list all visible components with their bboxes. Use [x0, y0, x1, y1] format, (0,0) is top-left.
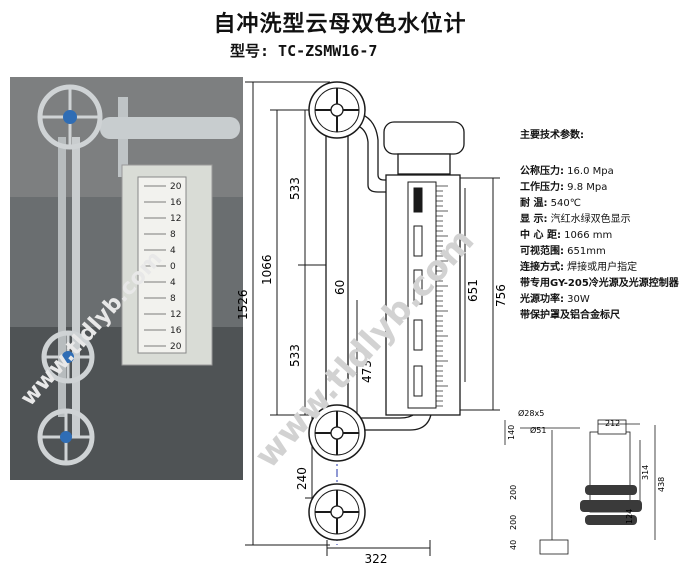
- spec-label: 带专用GY-205冷光源及光源控制器: [520, 278, 679, 289]
- spec-row: 带专用GY-205冷光源及光源控制器: [520, 276, 679, 292]
- side-314: 314: [641, 465, 650, 480]
- side-view: [504, 419, 656, 555]
- gauge-window: [413, 225, 423, 257]
- side-140: 140: [507, 425, 516, 440]
- spec-row: 中 心 距: 1066 mm: [520, 228, 679, 244]
- dim-60: 60: [333, 280, 347, 295]
- spec-row: 耐 温: 540℃: [520, 196, 679, 212]
- gauge-window: [413, 365, 423, 397]
- dim-756: 756: [494, 284, 508, 307]
- side-bolt: Ø28x5: [518, 408, 544, 418]
- photo-scale: 20 16 12 8 4 0 4 8 12 16 20: [144, 182, 182, 352]
- gauge-body: [385, 174, 461, 416]
- photo-scale-label: 8: [170, 230, 176, 240]
- side-212: 212: [605, 419, 620, 428]
- gauge-window: [413, 319, 423, 351]
- spec-value: 30W: [564, 294, 590, 305]
- spec-label: 光源功率:: [520, 294, 564, 305]
- side-438: 438: [657, 477, 666, 492]
- spec-value: 焊接或用户指定: [564, 262, 638, 273]
- dim-651: 651: [466, 279, 480, 302]
- photo-scale-label: 16: [170, 326, 182, 336]
- spec-label: 工作压力:: [520, 182, 564, 193]
- photo-scale-label: 4: [170, 278, 176, 288]
- spec-value: 651mm: [564, 246, 606, 257]
- spec-label: 中 心 距:: [520, 230, 561, 241]
- gauge-window: [413, 269, 423, 305]
- spec-label: 公称压力:: [520, 166, 564, 177]
- side-40: 40: [509, 540, 518, 550]
- spec-value: 540℃: [547, 198, 581, 209]
- spec-row: 光源功率: 30W: [520, 292, 679, 308]
- dim-322: 322: [365, 552, 388, 566]
- drawing-wheel-top: [308, 81, 366, 139]
- spec-row: 可视范围: 651mm: [520, 244, 679, 260]
- side-124: 124: [625, 509, 634, 524]
- photo-scale-label: 20: [170, 342, 182, 352]
- spec-label: 连接方式:: [520, 262, 564, 273]
- spec-value: 1066 mm: [560, 230, 613, 241]
- handwheel-bottom: [37, 408, 95, 466]
- spec-row: 连接方式: 焊接或用户指定: [520, 260, 679, 276]
- side-pipe: Ø51: [530, 425, 546, 435]
- photo-scale-label: 12: [170, 214, 181, 224]
- spec-label: 可视范围:: [520, 246, 564, 257]
- spec-label: 耐 温:: [520, 198, 548, 209]
- photo-scale-label: 16: [170, 198, 182, 208]
- dim-1066: 1066: [260, 254, 274, 285]
- page-title: 自冲洗型云母双色水位计: [213, 12, 467, 37]
- spec-header: 主要技术参数:: [520, 130, 584, 141]
- dim-240: 240: [295, 467, 309, 490]
- side-200b: 200: [509, 515, 518, 530]
- dim-533-upper: 533: [288, 177, 302, 200]
- spec-row: 工作压力: 9.8 Mpa: [520, 180, 679, 196]
- drawing-wheel-middle: [308, 404, 366, 462]
- drawing-watermark: www.tldlyb.com: [247, 221, 482, 476]
- gauge-window: [413, 187, 423, 213]
- handwheel-top: [37, 84, 103, 150]
- spec-label: 显 示:: [520, 214, 548, 225]
- gauge-scale: [436, 185, 448, 407]
- photo-scale-label: 8: [170, 294, 176, 304]
- photo-scale-label: 20: [170, 182, 182, 192]
- spec-value: 16.0 Mpa: [564, 166, 614, 177]
- side-view-gears: [580, 485, 642, 525]
- handwheel-middle: [41, 330, 95, 384]
- drawing-wheel-bottom: [308, 483, 366, 541]
- photo-scale-label: 12: [170, 310, 181, 320]
- spec-row: 公称压力: 16.0 Mpa: [520, 164, 679, 180]
- spec-value: 9.8 Mpa: [564, 182, 608, 193]
- dim-533-lower: 533: [288, 344, 302, 367]
- gauge-windows: [413, 187, 423, 397]
- spec-row: 显 示: 汽红水绿双色显示: [520, 212, 679, 228]
- spec-label: 带保护罩及铝合金标尺: [520, 310, 620, 321]
- spec-value: 汽红水绿双色显示: [547, 214, 631, 225]
- dim-473: 473: [360, 360, 374, 383]
- photo-scale-label: 4: [170, 246, 176, 256]
- spec-row: 带保护罩及铝合金标尺: [520, 308, 679, 324]
- model-number: 型号: TC-ZSMW16-7: [230, 42, 378, 60]
- side-200a: 200: [509, 485, 518, 500]
- photo-scale-label: 0: [170, 262, 176, 272]
